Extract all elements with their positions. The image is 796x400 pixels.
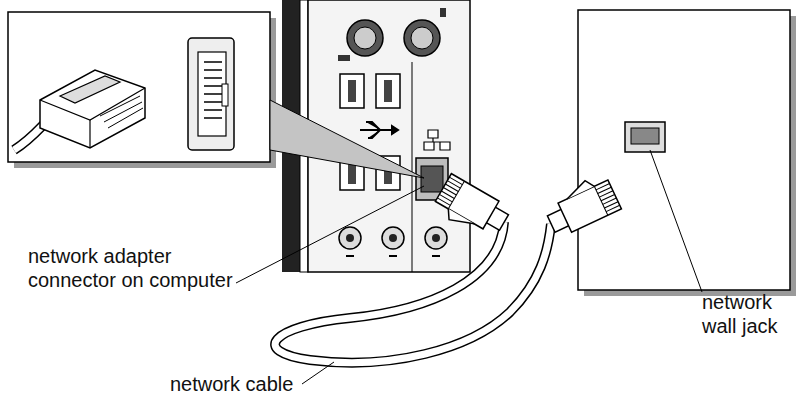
panel-divider [412, 62, 413, 272]
ps2-port [347, 20, 383, 56]
network-port-opening [421, 166, 443, 192]
usb-port [340, 74, 364, 108]
audio-jack [382, 227, 404, 249]
leader-line [236, 186, 424, 283]
inset-plug-latch [60, 76, 120, 103]
audio-jack-hole [432, 234, 440, 242]
inset-jack-notch [222, 84, 228, 106]
wall-jack [625, 122, 665, 152]
audio-jack-hole [389, 234, 397, 242]
callout-label: network cable [170, 372, 370, 396]
ps2-port-inner [411, 27, 433, 49]
zoom-wedge [270, 100, 424, 178]
audio-jack-hole [346, 234, 354, 242]
inset-plug [40, 70, 145, 148]
inset-jack-pins [204, 62, 222, 118]
audio-jack [425, 227, 447, 249]
leader-line [302, 362, 334, 384]
usb-symbol [360, 122, 398, 138]
cable-outline [275, 222, 551, 363]
audio-jack [339, 227, 361, 249]
ps2-port [404, 20, 440, 56]
port-icon [338, 55, 350, 61]
inset-jack [188, 38, 234, 150]
wall-jack-opening [631, 128, 659, 144]
ps2-port-inner [354, 27, 376, 49]
audio-icons [346, 255, 440, 257]
callout-label: network adapter connector on computer [28, 244, 243, 292]
port-icon [440, 8, 446, 17]
cable [275, 222, 551, 363]
leader-line [650, 150, 702, 292]
inset-plug-edge [89, 120, 90, 148]
callout-label: network wall jack [702, 290, 792, 338]
cable-plug [541, 172, 622, 239]
inset-frame [8, 12, 270, 162]
wall-plate [578, 10, 790, 290]
usb-tongue [348, 80, 356, 102]
network-icon [424, 130, 450, 150]
inset-plug-ridges [100, 96, 143, 128]
usb-tongue [384, 80, 392, 102]
usb-port [376, 74, 400, 108]
cable-plug [431, 174, 512, 245]
